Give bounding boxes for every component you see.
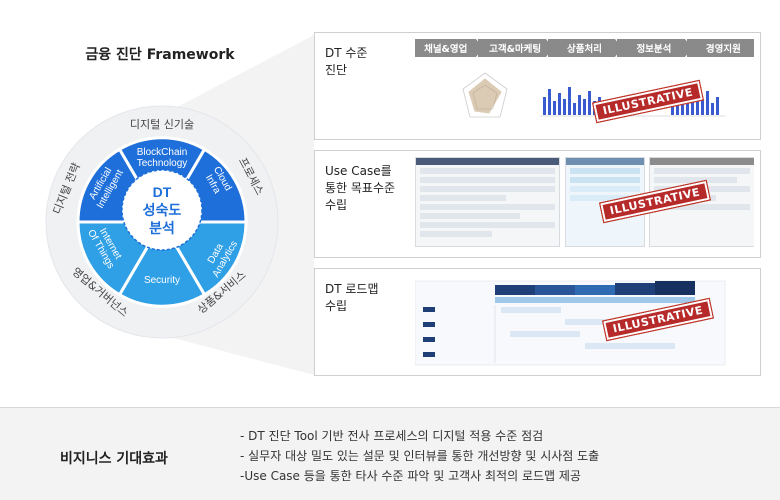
panel-use-case: Use Case를 통한 목표수준 수립 ILLUSTRATIVE: [314, 150, 761, 258]
panel-roadmap: DT 로드맵 수립 ILLUSTRATIVE: [314, 268, 761, 376]
panel-visual: ILLUSTRATIVE: [415, 275, 754, 369]
stage-management: 경영지원: [686, 39, 754, 57]
roadmap-thumbnail: [415, 280, 726, 366]
center-line2: 성숙도: [143, 203, 182, 219]
use-case-table-thumbnail: [415, 157, 560, 247]
panel-label: DT 로드맵 수립: [325, 282, 379, 313]
panel-label: DT 수준 진단: [325, 46, 368, 77]
panel-visual: ILLUSTRATIVE: [415, 157, 754, 251]
framework-title: 금융 진단 Framework: [85, 47, 235, 63]
effect-item: -Use Case 등을 통한 타사 수준 파악 및 고객사 최적의 로드맵 제…: [240, 469, 581, 483]
stage-customer: 고객&마케팅: [478, 39, 554, 57]
effect-item: - 실무자 대상 밀도 있는 설문 및 인터뷰를 통한 개선방향 및 시사점 도…: [240, 449, 600, 463]
stage-product: 상품처리: [547, 39, 623, 57]
outer-label-tech: 디지털 신기술: [130, 118, 194, 131]
stage-bar: 채널&영업 고객&마케팅 상품처리 정보분석 경영지원: [415, 39, 754, 57]
stage-channel: 채널&영업: [415, 39, 484, 57]
business-effects-section: 비지니스 기대효과 - DT 진단 Tool 기반 전사 프로세스의 디지털 적…: [0, 407, 780, 500]
panel-dt-level: DT 수준 진단 채널&영업 고객&마케팅 상품처리 정보분석 경영지원: [314, 32, 761, 140]
effect-item: - DT 진단 Tool 기반 전사 프로세스의 디지털 적용 수준 점검: [240, 429, 544, 443]
panel-label: Use Case를 통한 목표수준 수립: [325, 164, 396, 212]
panel-visual: 채널&영업 고객&마케팅 상품처리 정보분석 경영지원 ILLUSTRATIVE: [415, 39, 754, 133]
center-circle: [121, 169, 203, 251]
label-security: Security: [144, 275, 180, 286]
center-line1: DT: [153, 184, 172, 200]
radar-thumbnail: [462, 72, 725, 118]
effects-list: - DT 진단 Tool 기반 전사 프로세스의 디지털 적용 수준 점검 - …: [240, 426, 599, 486]
segment-security: [117, 219, 207, 308]
center-line3: 분석: [149, 221, 175, 237]
business-effects-title: 비지니스 기대효과: [60, 451, 168, 467]
stage-info: 정보분석: [617, 39, 693, 57]
